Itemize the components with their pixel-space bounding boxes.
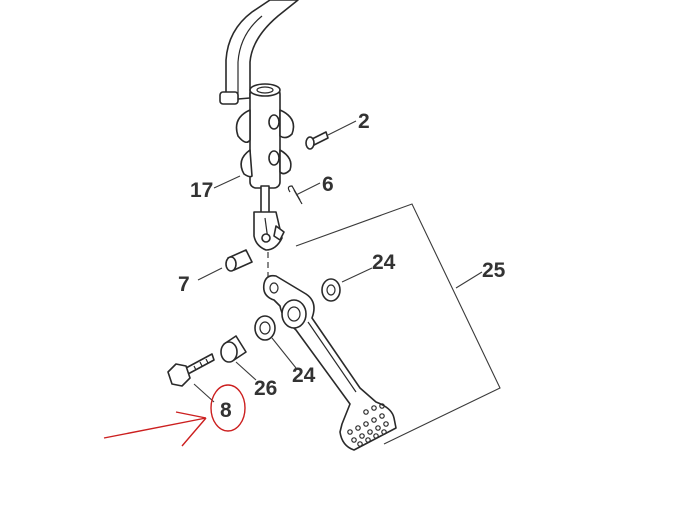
callout-8: 8 [220,399,232,422]
washer-upper [321,278,341,302]
assembly-bracket [295,203,501,445]
clevis-pin [225,249,253,272]
callout-6: 6 [322,173,334,196]
callout-24-upper: 24 [372,251,396,274]
callout-24-lower: 24 [292,364,316,387]
screw [305,131,329,150]
collar [220,335,247,363]
callout-25: 25 [482,259,506,282]
highlight-arrow [103,411,207,447]
brake-pedal [262,274,397,451]
cotter-pin [287,185,303,205]
bolt [167,353,215,387]
master-cylinder [235,83,295,215]
brake-hose [219,0,299,105]
washer-lower [254,315,276,341]
callout-2: 2 [358,110,370,133]
highlight-annotation [103,384,246,447]
callout-26: 26 [254,377,277,400]
clevis [253,211,285,251]
callout-7: 7 [178,273,190,296]
pedal-tread [347,403,389,447]
highlight-circle [210,384,246,432]
leader-lines [193,120,483,403]
callout-17: 17 [190,179,213,202]
